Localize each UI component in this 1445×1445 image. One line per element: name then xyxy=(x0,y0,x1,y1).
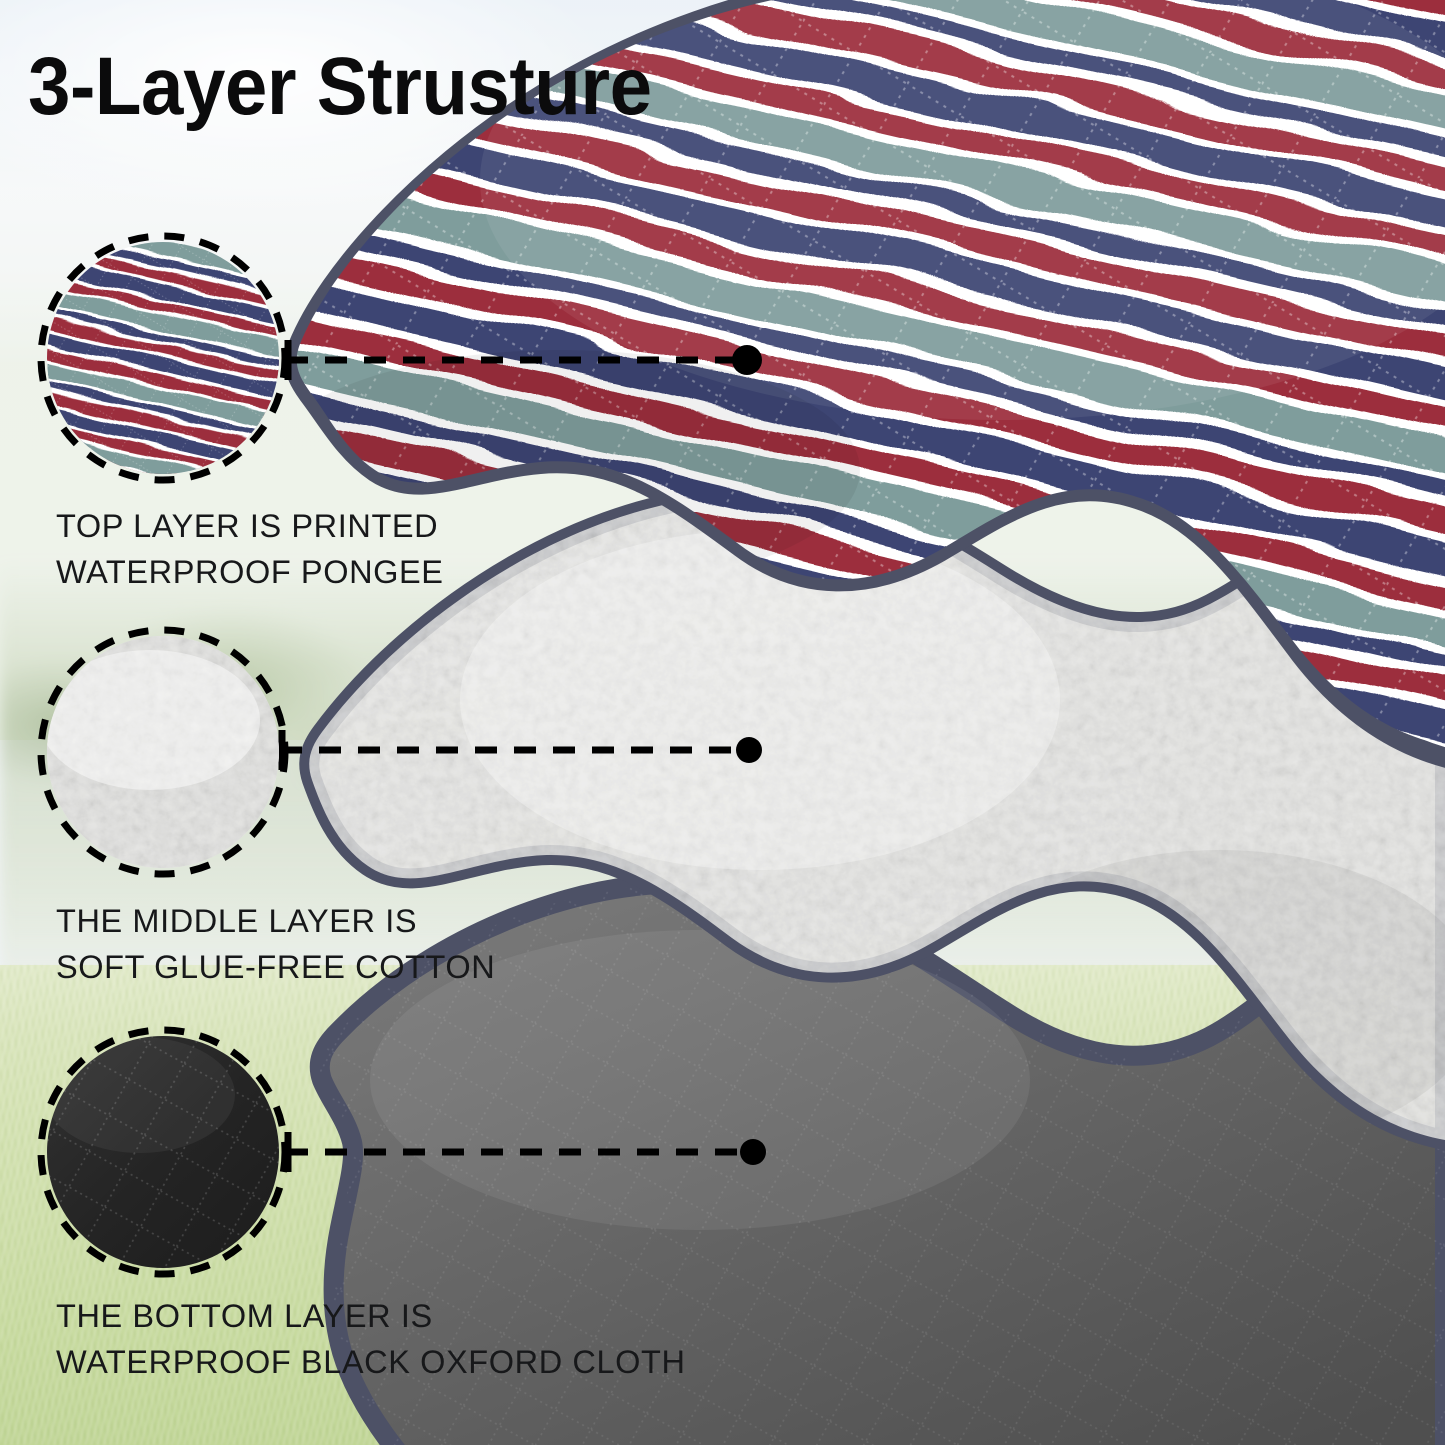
fabric-sheet-top xyxy=(284,0,1445,768)
swatch-bottom-layer xyxy=(37,1026,289,1278)
caption-middle-layer: THE MIDDLE LAYER IS SOFT GLUE-FREE COTTO… xyxy=(56,903,496,986)
caption-top-layer: TOP LAYER IS PRINTED WATERPROOF PONGEE xyxy=(56,508,444,591)
callout-dot-bottom xyxy=(740,1139,766,1165)
page-title: 3-Layer Strusture xyxy=(28,41,652,132)
callout-end-dots xyxy=(732,345,766,1165)
callout-dot-top xyxy=(732,345,762,375)
swatch-top-layer xyxy=(37,232,289,484)
swatch-middle-layer xyxy=(37,626,289,878)
callout-dot-middle xyxy=(736,737,762,763)
caption-bottom-layer: THE BOTTOM LAYER IS WATERPROOF BLACK OXF… xyxy=(56,1298,686,1381)
